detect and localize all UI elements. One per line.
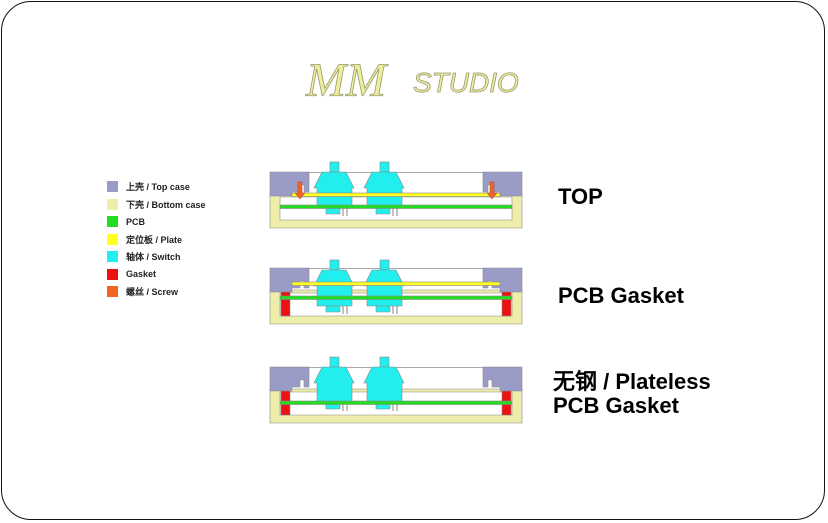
- legend-item: 轴体 / Switch: [107, 248, 206, 266]
- switch-stem: [379, 356, 390, 368]
- legend-item: Gasket: [107, 266, 206, 284]
- legend-swatch: [107, 233, 118, 245]
- switch-body: [363, 171, 405, 209]
- switch-body: [363, 269, 405, 307]
- switch-body: [313, 269, 355, 307]
- legend-label: PCB: [126, 216, 146, 227]
- legend-item: 螺丝 / Screw: [107, 283, 206, 301]
- top-case-right: [482, 267, 523, 293]
- switch-stem: [379, 161, 390, 173]
- top-case-right: [482, 366, 523, 392]
- legend-swatch: [107, 251, 118, 263]
- diagram-pcb-gasket: [269, 259, 523, 325]
- gasket-right: [501, 291, 512, 317]
- switch-stem: [329, 356, 340, 368]
- switch-body: [313, 366, 355, 404]
- legend-swatch: [107, 181, 118, 193]
- top-case-left: [269, 171, 310, 197]
- screw: [294, 181, 306, 200]
- legend-label: 定位板 / Plate: [126, 234, 183, 245]
- legend-item: 下壳 / Bottom case: [107, 196, 206, 214]
- plate: [291, 192, 501, 197]
- legend-label: 螺丝 / Screw: [126, 287, 179, 298]
- logo-studio: STUDIO: [413, 67, 519, 98]
- gasket-left: [280, 291, 291, 317]
- legend-swatch: [107, 216, 118, 228]
- legend-swatch: [107, 268, 118, 280]
- legend-swatch: [107, 286, 118, 298]
- bottom-case: [269, 289, 523, 325]
- legend-label: 下壳 / Bottom case: [126, 199, 206, 210]
- switch: [313, 356, 355, 411]
- switch-bottom: [375, 305, 391, 313]
- top-case-left: [269, 267, 310, 293]
- diagram-top: [269, 161, 523, 229]
- switch-stem: [329, 259, 340, 271]
- top-case-right: [482, 171, 523, 197]
- logo: MM STUDIO: [305, 54, 520, 108]
- pcb: [279, 295, 513, 300]
- pcb: [279, 400, 513, 405]
- bottom-case: [269, 388, 523, 424]
- screw: [486, 181, 498, 200]
- switch-body: [363, 366, 405, 404]
- label-pcb-gasket: PCB Gasket: [558, 283, 684, 308]
- switch-body: [313, 171, 355, 209]
- legend-item: PCB: [107, 213, 206, 231]
- legend-item: 上壳 / Top case: [107, 178, 206, 196]
- legend-label: Gasket: [126, 269, 157, 280]
- switch-bottom: [375, 207, 391, 215]
- label-top: TOP: [558, 184, 603, 209]
- legend-label: 上壳 / Top case: [126, 182, 190, 193]
- switch-stem: [379, 259, 390, 271]
- legend-swatch: [107, 198, 118, 210]
- plate: [291, 281, 501, 286]
- diagram-plateless: [269, 356, 523, 424]
- pcb: [279, 204, 513, 209]
- legend-label: 轴体 / Switch: [126, 252, 181, 263]
- switch-bottom: [325, 207, 341, 215]
- switch-stem: [329, 161, 340, 173]
- top-case-left: [269, 366, 310, 392]
- switch-bottom: [325, 305, 341, 313]
- legend-item: 定位板 / Plate: [107, 231, 206, 249]
- logo-mm: MM: [305, 54, 389, 107]
